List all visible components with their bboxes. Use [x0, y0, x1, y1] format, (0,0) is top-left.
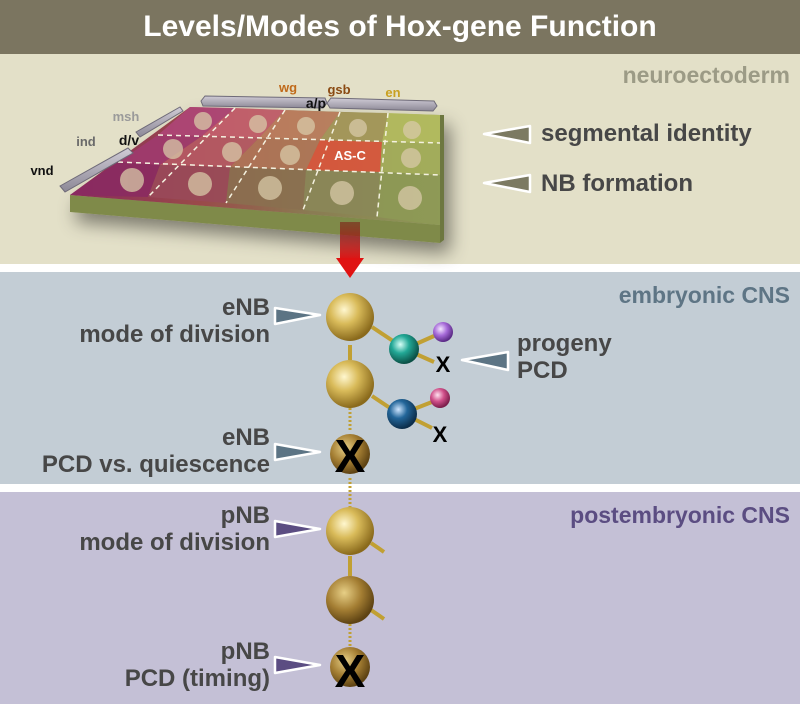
dv-label: d/v	[119, 132, 139, 148]
vnd-label: vnd	[30, 163, 53, 178]
enb-mode-label: mode of division	[79, 321, 270, 348]
lineage-links	[348, 325, 435, 646]
msh-label: msh	[113, 109, 140, 124]
pnb-pcd-pointer	[273, 655, 322, 675]
pnb-pcd-label: PCD (timing)	[124, 665, 270, 692]
segmental-identity-pointer	[482, 124, 532, 145]
progeny-death-mark-2: X	[433, 422, 448, 447]
gmc-cell-1	[389, 334, 419, 364]
enb-mode-title: eNB	[221, 294, 270, 321]
pnb-dying-cell	[330, 647, 370, 687]
postembryonic-cns-title: postembryonic CNS	[570, 502, 790, 528]
pnb-pcd-title: pNB	[220, 638, 270, 665]
embryonic-cns-title: embryonic CNS	[618, 282, 790, 308]
progeny-death-mark-1: X	[436, 352, 451, 377]
slab-grid	[117, 107, 441, 218]
pnb-cell	[326, 507, 374, 555]
pnb-daughter-cell	[326, 576, 374, 624]
transition-arrow	[336, 222, 364, 278]
nb-formation-label: NB formation	[541, 170, 693, 197]
wg-label: wg	[278, 80, 297, 95]
neuron-cell-1	[433, 322, 453, 342]
ap-axis	[200, 95, 438, 112]
slab-cell-clusters	[120, 112, 422, 210]
neuron-cell-2	[430, 388, 450, 408]
ap-label: a/p	[306, 95, 326, 111]
pointer-arrows	[273, 124, 532, 675]
pnb-death-mark: X	[335, 645, 366, 697]
ind-label: ind	[76, 134, 96, 149]
postembryonic-cns-panel: postembryonic CNS	[0, 492, 800, 704]
enb-death-mark: X	[335, 430, 366, 482]
progeny-pcd-pointer	[460, 350, 510, 372]
pnb-mode-pointer	[273, 519, 322, 539]
enb-daughter-cell	[326, 360, 374, 408]
enb-dying-cell	[330, 434, 370, 474]
pnb-mode-label: mode of division	[79, 529, 270, 556]
title-bar: Levels/Modes of Hox-gene Function	[0, 0, 800, 54]
asc-label: AS-C	[334, 148, 366, 163]
dv-axis	[59, 106, 184, 193]
enb-pcd-title: eNB	[221, 424, 270, 451]
en-label: en	[385, 85, 400, 100]
enb-cell	[326, 293, 374, 341]
embryonic-cns-panel: embryonic CNS	[0, 272, 800, 484]
nb-formation-pointer	[482, 173, 532, 194]
gsb-label: gsb	[327, 82, 350, 97]
neuroectoderm-title: neuroectoderm	[622, 62, 790, 88]
enb-mode-pointer	[273, 306, 322, 326]
progeny-title: progeny	[517, 330, 612, 357]
enb-pcd-label: PCD vs. quiescence	[41, 451, 270, 478]
progeny-pcd-label: PCD	[517, 357, 568, 384]
enb-pcd-pointer	[273, 442, 322, 462]
segmental-identity-label: segmental identity	[541, 120, 752, 147]
diagram-title: Levels/Modes of Hox-gene Function	[143, 10, 657, 43]
gmc-cell-2	[387, 399, 417, 429]
pnb-mode-title: pNB	[220, 502, 270, 529]
